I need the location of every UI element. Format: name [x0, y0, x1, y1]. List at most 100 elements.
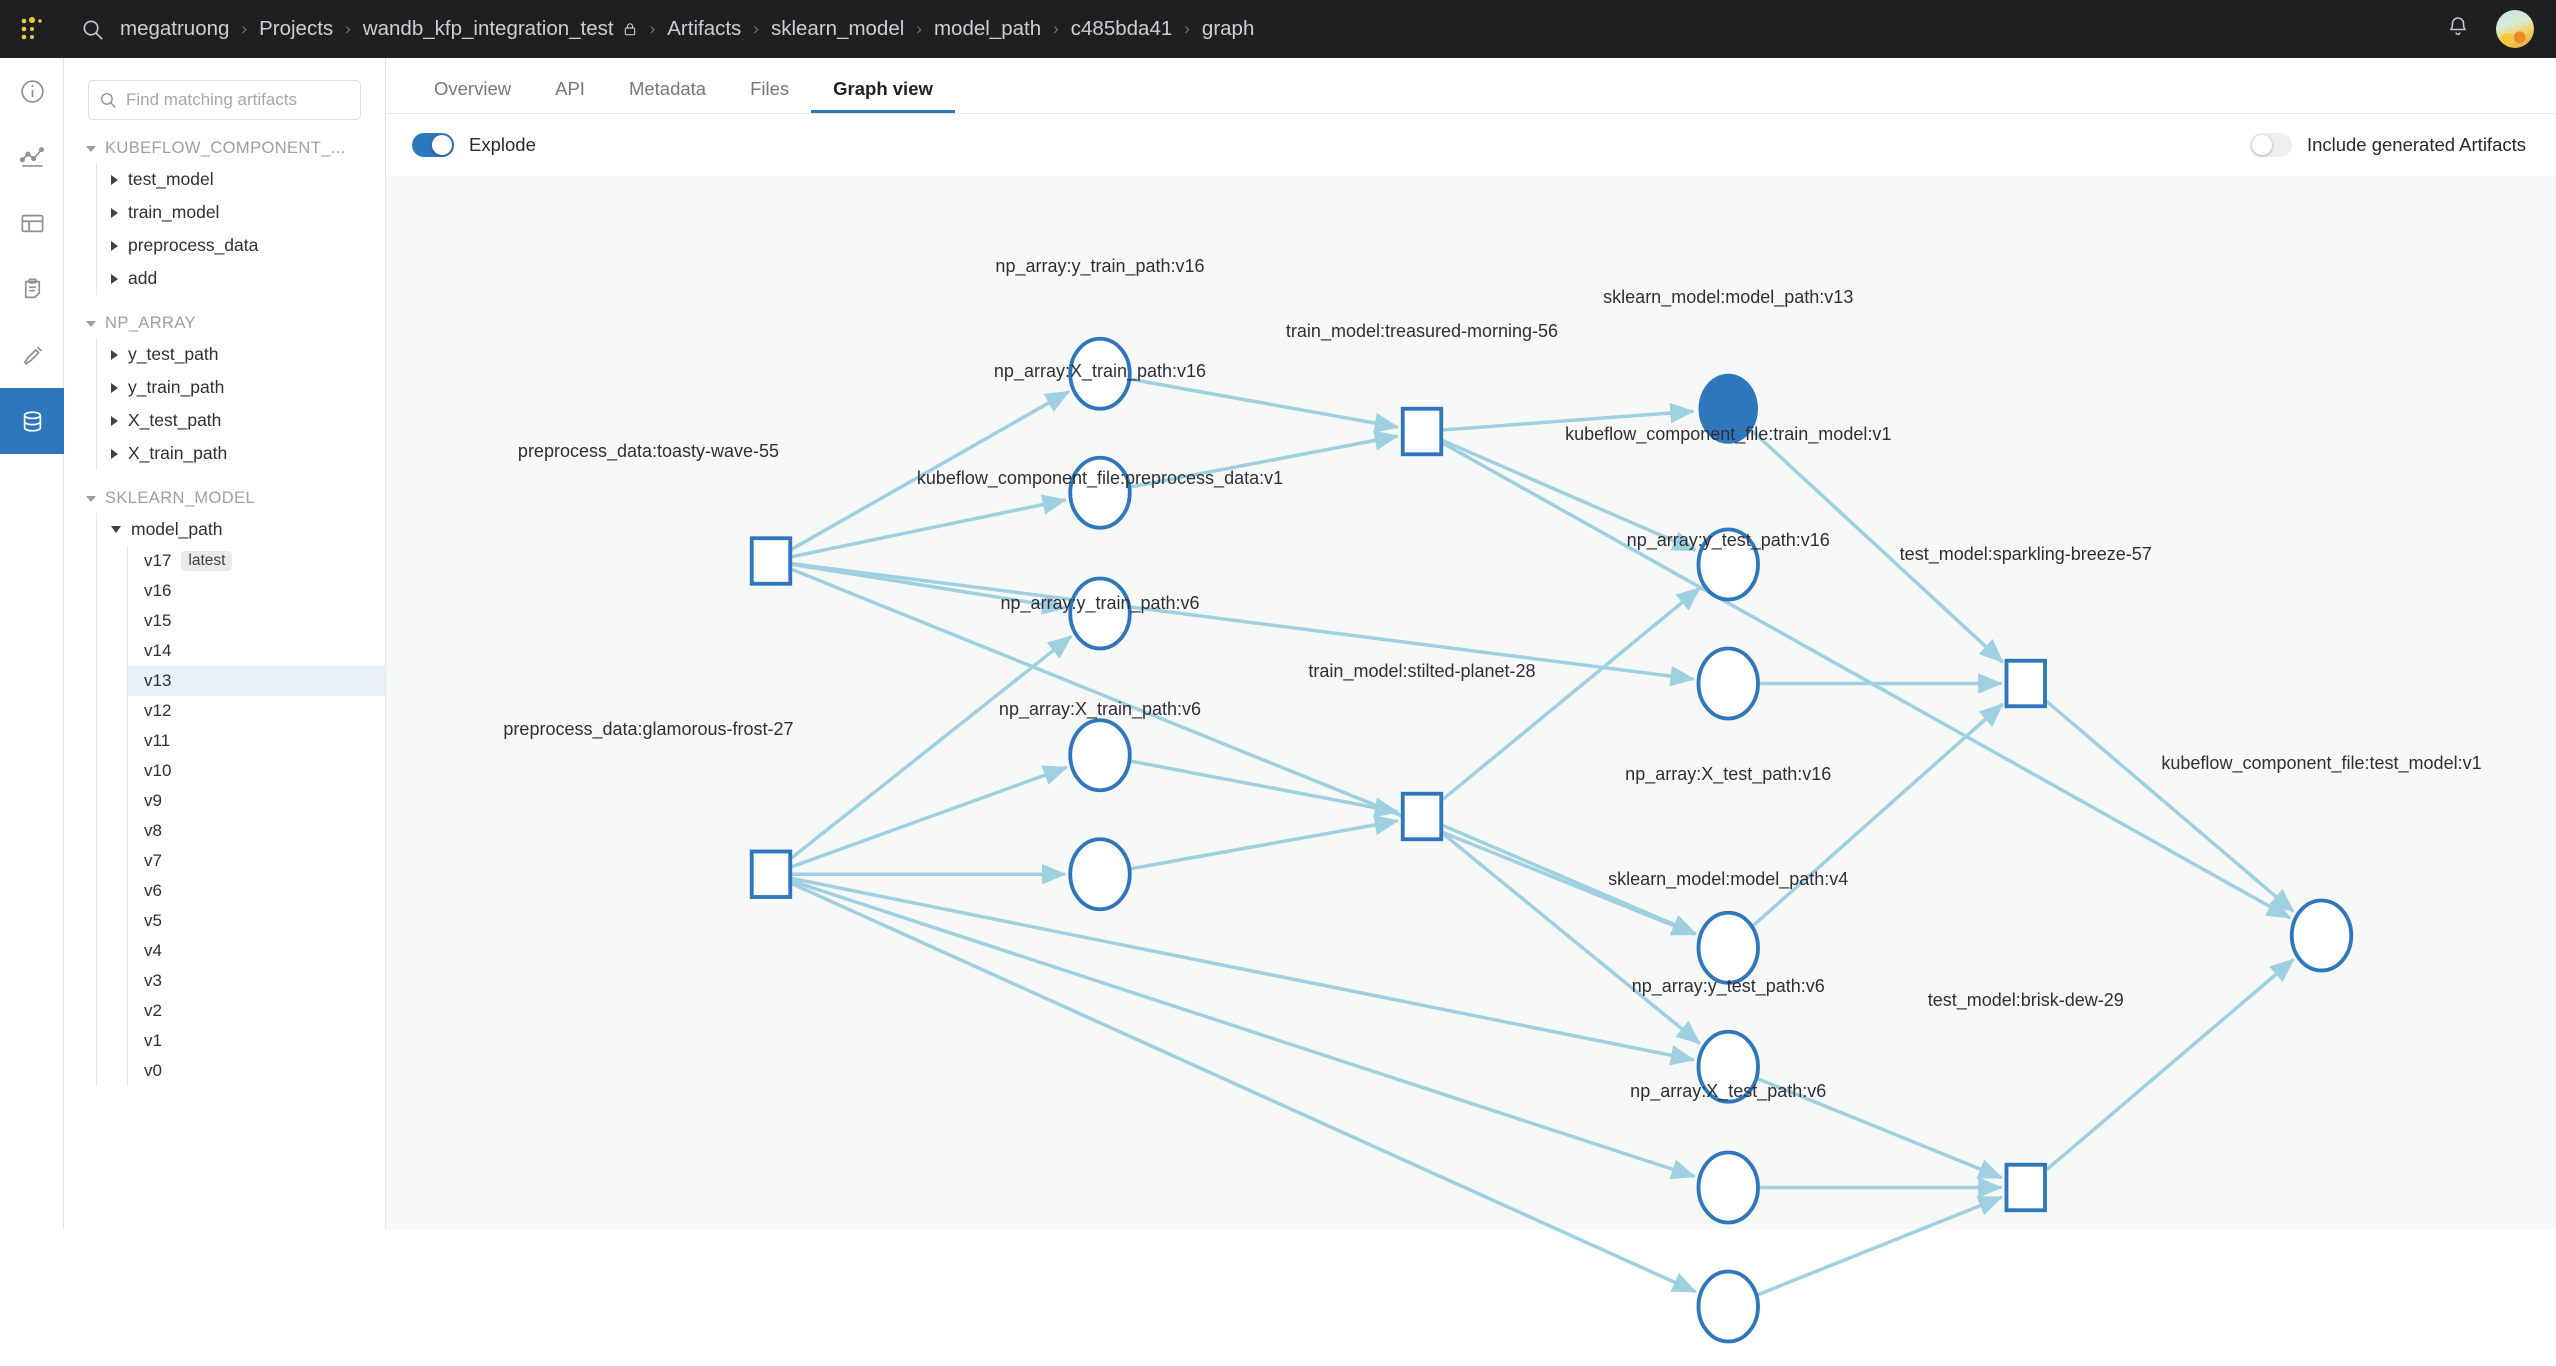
tab-metadata[interactable]: Metadata [628, 78, 707, 99]
graph-node-kcfte1[interactable] [2289, 898, 2354, 973]
search-input[interactable] [126, 90, 350, 110]
sidebar-item-reports[interactable] [0, 256, 64, 322]
artifact-item-X_test_path[interactable]: X_test_path [97, 404, 385, 437]
graph-node-tm28[interactable] [1400, 791, 1444, 842]
version-label: v9 [144, 791, 162, 810]
graph-node-sm4[interactable] [1696, 1029, 1760, 1104]
graph-node-sm13[interactable] [1698, 373, 1759, 444]
version-item-v11[interactable]: v11 [128, 726, 385, 756]
chevron-right-icon [111, 382, 118, 393]
artifact-item-label: model_path [131, 519, 223, 539]
version-item-v3[interactable]: v3 [128, 966, 385, 996]
graph-edge [791, 876, 1696, 1066]
avatar[interactable] [2496, 10, 2534, 48]
breadcrumb-item-wandb-kfp-integration-test[interactable]: wandb_kfp_integration_test [363, 17, 638, 41]
graph-node-ytr16[interactable] [1068, 336, 1132, 411]
version-item-v9[interactable]: v9 [128, 786, 385, 816]
version-item-v13[interactable]: v13 [128, 666, 385, 696]
global-search-icon[interactable] [64, 0, 120, 58]
artifact-item-label: add [128, 268, 158, 288]
version-item-v4[interactable]: v4 [128, 936, 385, 966]
graph-edge [1130, 377, 1400, 434]
version-item-v5[interactable]: v5 [128, 906, 385, 936]
breadcrumb-item-artifacts[interactable]: Artifacts [667, 17, 742, 40]
chevron-down-icon [111, 526, 121, 533]
version-item-v8[interactable]: v8 [128, 816, 385, 846]
tab-graph-view[interactable]: Graph view [811, 78, 955, 113]
version-item-v12[interactable]: v12 [128, 696, 385, 726]
breadcrumb-item-c485bda41[interactable]: c485bda41 [1070, 17, 1173, 40]
graph-node-kcftr1[interactable] [1696, 527, 1760, 602]
graph-edge [791, 562, 1067, 615]
artifact-item-add[interactable]: add [97, 262, 385, 295]
explode-toggle-group[interactable]: Explode [412, 133, 536, 157]
version-item-v10[interactable]: v10 [128, 756, 385, 786]
graph-edge [1751, 430, 2004, 664]
artifact-item-label: X_train_path [128, 443, 228, 463]
toggle-knob [432, 135, 452, 155]
graph-node-yte6[interactable] [1696, 1150, 1760, 1225]
bell-icon[interactable] [2446, 15, 2470, 44]
graph-edge [1441, 586, 1701, 801]
include-generated-toggle[interactable] [2249, 133, 2292, 157]
graph-node-tms57[interactable] [2004, 658, 2047, 709]
version-item-v1[interactable]: v1 [128, 1026, 385, 1056]
tab-files[interactable]: Files [750, 78, 790, 99]
artifact-item-X_train_path[interactable]: X_train_path [97, 437, 385, 470]
version-item-v7[interactable]: v7 [128, 846, 385, 876]
graph-node-pp27[interactable] [749, 849, 793, 899]
breadcrumb-item-graph[interactable]: graph [1201, 17, 1255, 40]
graph-node-tmb29[interactable] [2004, 1162, 2047, 1213]
graph-node-ytr6[interactable] [1068, 718, 1132, 793]
graph-node-xtr16[interactable] [1068, 455, 1132, 530]
graph-node-label-kcfpp1: kubeflow_component_file:preprocess_data:… [916, 467, 1284, 488]
sidebar-item-table[interactable] [0, 190, 64, 256]
artifact-group-header[interactable]: KUBEFLOW_COMPONENT_... [64, 134, 385, 163]
artifact-item-test_model[interactable]: test_model [97, 163, 385, 196]
sidebar-item-info[interactable] [0, 58, 64, 124]
graph-node-tm56[interactable] [1400, 406, 1444, 457]
artifact-group-header[interactable]: NP_ARRAY [64, 309, 385, 338]
artifact-item-y_test_path[interactable]: y_test_path [97, 338, 385, 371]
sidebar-item-artifacts[interactable] [0, 388, 64, 454]
version-item-v15[interactable]: v15 [128, 606, 385, 636]
artifact-item-y_train_path[interactable]: y_train_path [97, 371, 385, 404]
version-item-v6[interactable]: v6 [128, 876, 385, 906]
tab-overview[interactable]: Overview [434, 78, 512, 99]
breadcrumb-item-projects[interactable]: Projects [259, 17, 334, 40]
graph-node-label-yte6: np_array:y_test_path:v6 [1631, 975, 1825, 996]
version-item-v16[interactable]: v16 [128, 576, 385, 606]
toggle-knob [2251, 135, 2272, 155]
explode-toggle[interactable] [412, 133, 454, 157]
include-generated-toggle-group[interactable]: Include generated Artifacts [2249, 133, 2526, 157]
sidebar-item-charts[interactable] [0, 124, 64, 190]
artifact-search-box[interactable] [88, 80, 361, 120]
artifact-group-header[interactable]: SKLEARN_MODEL [64, 484, 385, 513]
artifact-item-label: y_train_path [128, 377, 225, 397]
breadcrumb-item-megatruong[interactable]: megatruong [120, 17, 230, 40]
breadcrumb-item-model-path[interactable]: model_path [933, 17, 1042, 40]
graph-node-yte16[interactable] [1696, 646, 1760, 721]
waffle-icon[interactable] [0, 0, 64, 58]
breadcrumb-item-sklearn-model[interactable]: sklearn_model [770, 17, 905, 40]
graph-node-xte16[interactable] [1696, 910, 1760, 985]
artifact-item-train_model[interactable]: train_model [97, 196, 385, 229]
version-item-v14[interactable]: v14 [128, 636, 385, 666]
tab-api[interactable]: API [555, 78, 585, 99]
graph-edge [791, 567, 1697, 937]
graph-node-xte6[interactable] [1696, 1269, 1760, 1344]
chevron-down-icon [86, 495, 96, 502]
version-item-v0[interactable]: v0 [128, 1056, 385, 1086]
artifact-item-model_path[interactable]: model_path [97, 513, 385, 546]
graph-node-xtr6[interactable] [1068, 837, 1132, 912]
graph-node-pp55[interactable] [749, 536, 793, 586]
graph-node-kcfpp1[interactable] [1068, 576, 1132, 651]
version-item-v2[interactable]: v2 [128, 996, 385, 1026]
lock-icon [624, 23, 635, 36]
top-right-actions [2446, 10, 2556, 48]
sidebar-item-sweeps[interactable] [0, 322, 64, 388]
artifact-item-preprocess_data[interactable]: preprocess_data [97, 229, 385, 262]
